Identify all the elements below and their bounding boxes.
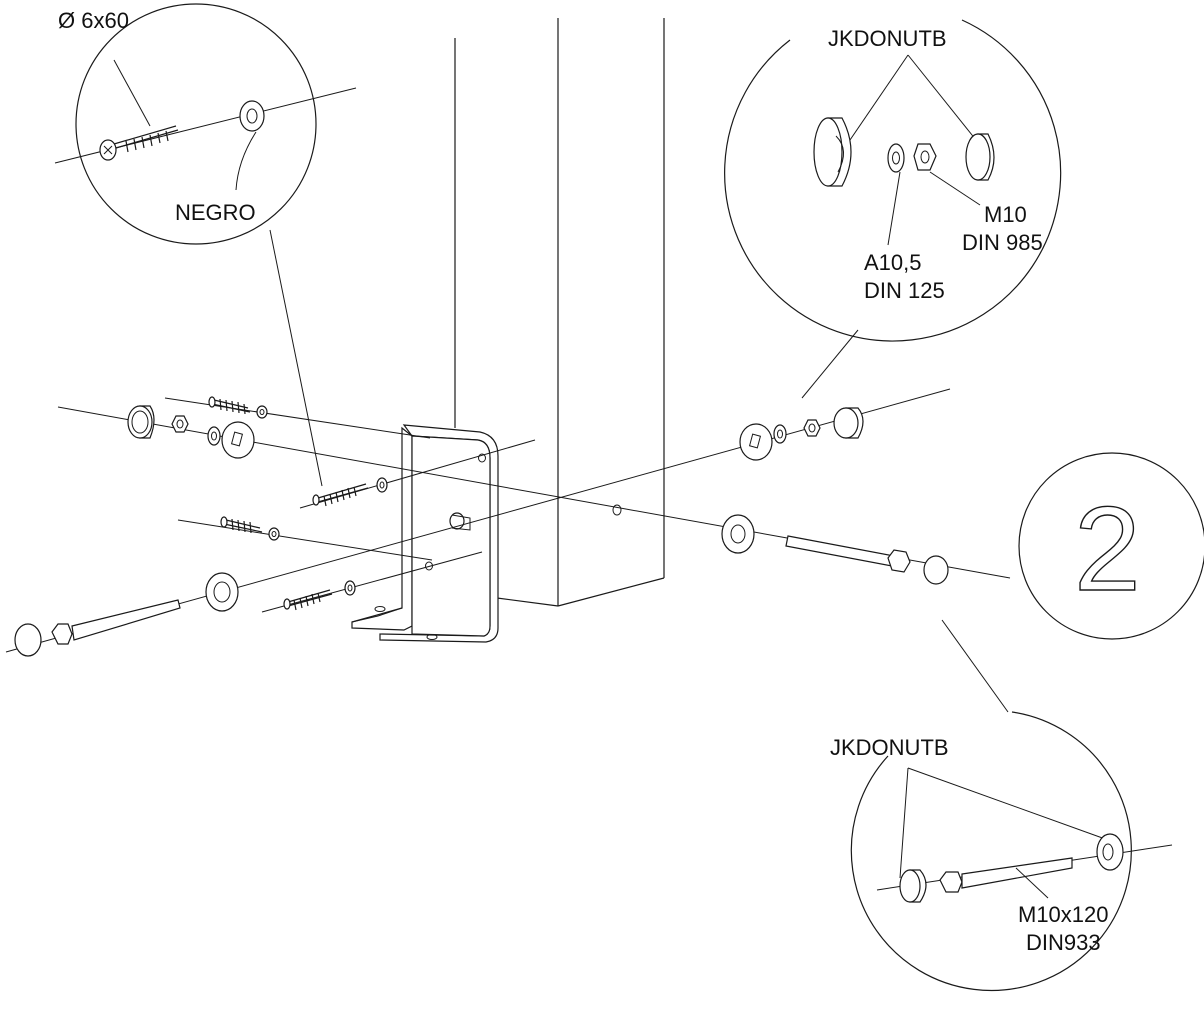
screw-lower-left (220, 516, 280, 541)
washer-label-2: DIN 125 (864, 278, 945, 303)
washer-icon (344, 580, 356, 596)
bolt-shank (785, 535, 895, 567)
step-number: 2 (1074, 482, 1141, 616)
donut-cap-icon (721, 514, 755, 554)
washer-icon (376, 477, 388, 493)
bracket-hole-top (478, 453, 486, 463)
bolt-head-icon (51, 623, 73, 645)
cap-icon (833, 407, 859, 439)
donut-cap-icon (221, 421, 255, 459)
nut-icon (171, 415, 189, 433)
bolt-shank (71, 599, 181, 641)
cap-icon (923, 555, 949, 585)
left-upper-hardware (127, 405, 255, 459)
left-lower-bolt (14, 572, 239, 657)
washer-icon (239, 100, 265, 132)
donut-cap-icon (739, 423, 773, 461)
nut-cap-label: JKDONUTB (828, 26, 947, 51)
bracket-hole-base (426, 634, 438, 640)
washer-icon (207, 426, 221, 446)
nut-label-2: DIN 985 (962, 230, 1043, 255)
detail-bolt-circle: JKDONUTB M10x120 DIN933 (830, 619, 1173, 992)
washer-icon (887, 143, 905, 173)
donut-cap-icon (205, 572, 239, 612)
right-lower-bolt (721, 514, 949, 585)
screw-bracket-top (312, 477, 388, 507)
bolt-head-icon (887, 549, 911, 573)
right-upper-hardware (739, 407, 864, 461)
cap-icon (14, 623, 42, 657)
bolt-label-1: M10x120 (1018, 902, 1109, 927)
detail-screw-circle: Ø 6x60 NEGRO (54, 3, 357, 487)
washer-icon (773, 424, 787, 444)
wooden-post (454, 18, 665, 607)
cap-icon (899, 869, 921, 903)
nut-icon (803, 419, 821, 437)
post-hole (612, 504, 622, 516)
cap-icon (965, 133, 991, 181)
donut-cap-icon (1096, 833, 1124, 871)
l-bracket (351, 424, 499, 643)
washer-color-label: NEGRO (175, 200, 256, 225)
bracket-hole-foot (374, 606, 386, 612)
nut-label-1: M10 (984, 202, 1027, 227)
bolt-label-2: DIN933 (1026, 930, 1101, 955)
screw-upper-left (208, 396, 268, 419)
detail-nut-circle: JKDONUTB M10 DIN 985 A10,5 DIN 125 (724, 19, 1062, 399)
step-number-circle: 2 (1018, 452, 1204, 640)
bolt-shank (961, 857, 1073, 889)
screw-bracket-bottom (283, 580, 356, 611)
washer-icon (256, 405, 268, 419)
bolt-head-icon (939, 871, 963, 893)
cap-icon (813, 117, 843, 187)
bolt-cap-label: JKDONUTB (830, 735, 949, 760)
screw-size-label: Ø 6x60 (58, 8, 129, 33)
washer-label-1: A10,5 (864, 250, 922, 275)
washer-icon (268, 527, 280, 541)
nut-icon (913, 143, 937, 171)
